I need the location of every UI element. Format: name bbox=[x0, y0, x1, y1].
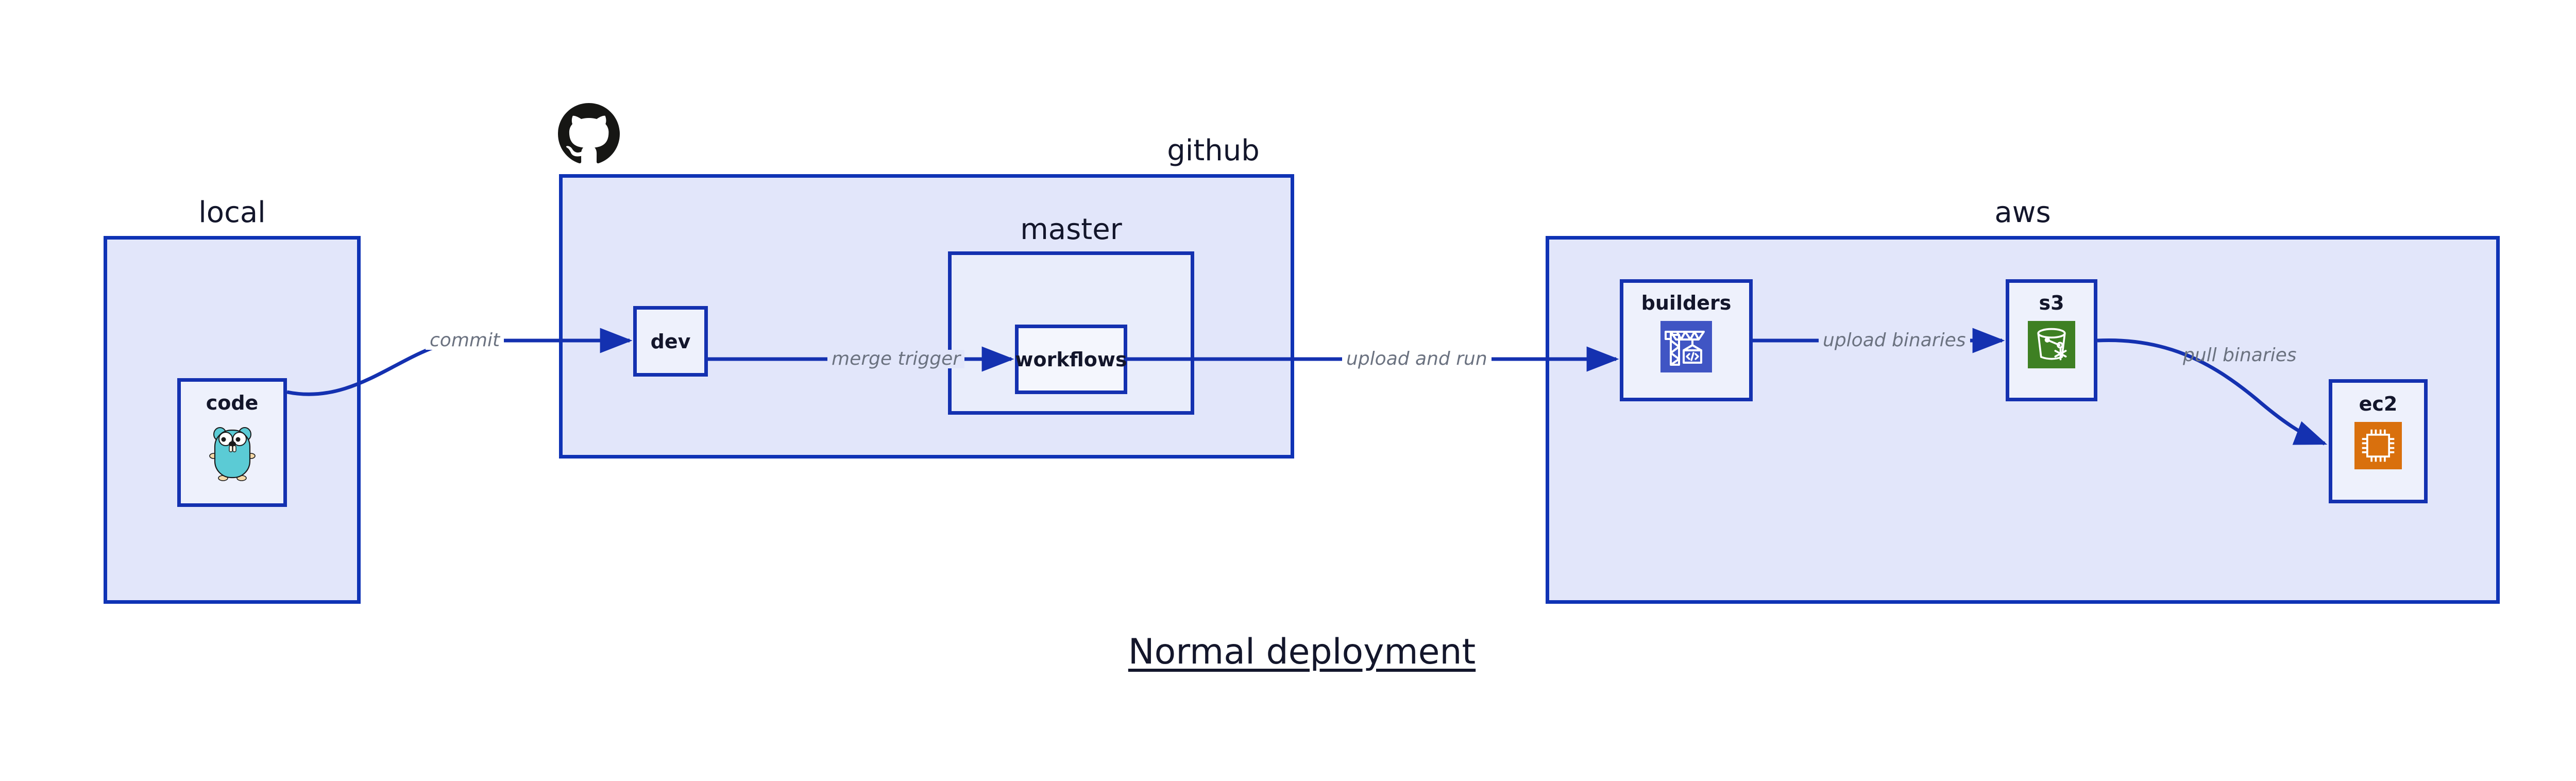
node-builders[interactable]: builders bbox=[1620, 279, 1753, 401]
group-label-github: github bbox=[1167, 134, 1260, 167]
aws-codebuild-crane-icon bbox=[1660, 321, 1712, 375]
diagram-title: Normal deployment bbox=[0, 635, 2576, 670]
github-logo-icon bbox=[558, 103, 620, 167]
node-label-code: code bbox=[206, 392, 259, 414]
aws-s3-bucket-icon bbox=[2028, 321, 2075, 370]
node-code[interactable]: code bbox=[177, 378, 287, 507]
edge-label-pull-binaries: pull binaries bbox=[2183, 345, 2297, 366]
node-s3[interactable]: s3 bbox=[2006, 279, 2097, 401]
node-workflows[interactable]: workflows bbox=[1015, 325, 1127, 394]
group-label-aws: aws bbox=[1994, 196, 2051, 229]
diagram-title-text: Normal deployment bbox=[1128, 632, 1476, 672]
subgroup-label-master: master bbox=[1020, 213, 1122, 246]
edge-label-upload-binaries: upload binaries bbox=[1819, 331, 1970, 350]
edge-label-upload-and-run: upload and run bbox=[1342, 350, 1492, 368]
node-dev[interactable]: dev bbox=[633, 306, 708, 377]
group-label-local: local bbox=[198, 196, 266, 229]
node-label-workflows: workflows bbox=[1015, 348, 1127, 371]
node-label-s3: s3 bbox=[2039, 292, 2064, 314]
node-label-builders: builders bbox=[1641, 292, 1732, 314]
edge-label-merge-trigger: merge trigger bbox=[827, 350, 965, 368]
aws-ec2-chip-icon bbox=[2354, 422, 2402, 471]
edge-label-commit: commit bbox=[426, 331, 504, 350]
go-gopher-icon bbox=[209, 422, 256, 484]
node-label-dev: dev bbox=[650, 330, 691, 353]
node-label-ec2: ec2 bbox=[2359, 393, 2398, 415]
node-ec2[interactable]: ec2 bbox=[2329, 379, 2428, 503]
